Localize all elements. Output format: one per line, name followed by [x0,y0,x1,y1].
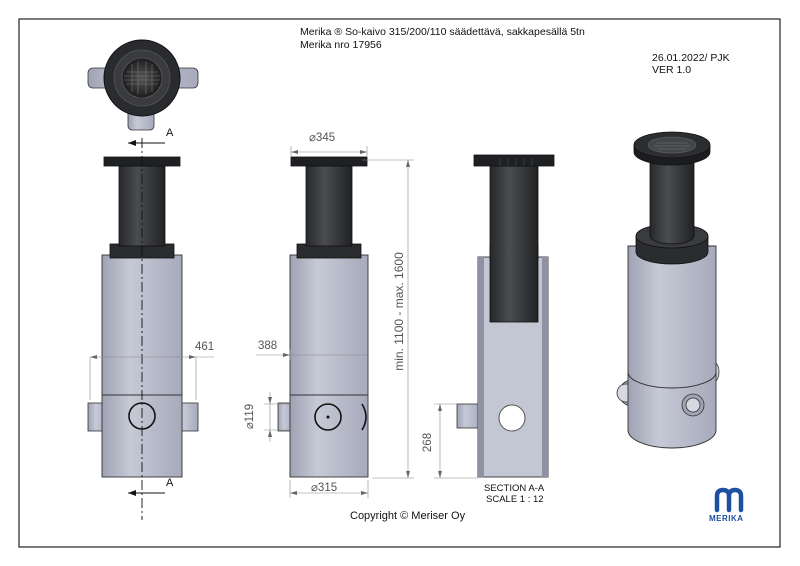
section-marker-bottom: A [166,477,174,489]
section-marker-top: A [166,127,174,139]
sheet-border [18,18,781,548]
merika-logo-text: MERIKA [709,514,744,523]
section-view [434,154,555,479]
isometric-view [616,131,720,449]
dimension-268: 268 [422,432,435,453]
dimension-dia-119: ⌀119 [244,403,257,430]
top-view [87,39,199,131]
dimension-dia-345: ⌀345 [309,132,336,144]
dimension-height-range: min. 1100 - max. 1600 [391,252,406,371]
side-view [256,146,414,498]
copyright-text: Copyright © Meriser Oy [350,510,466,522]
drawing-title: Merika ® So-kaivo 315/200/110 säädettävä… [300,26,585,38]
section-scale: SCALE 1 : 12 [486,494,544,505]
dimension-388: 388 [258,340,278,352]
revision-date: 26.01.2022/ PJK [652,52,730,64]
dimension-dia-315: ⌀315 [311,482,338,494]
dimension-461: 461 [195,341,215,353]
front-view [87,138,214,520]
merika-logo-mark [714,487,744,513]
section-label: SECTION A-A [484,483,545,494]
revision-version: VER 1.0 [652,64,692,76]
product-number: Merika nro 17956 [300,39,382,51]
